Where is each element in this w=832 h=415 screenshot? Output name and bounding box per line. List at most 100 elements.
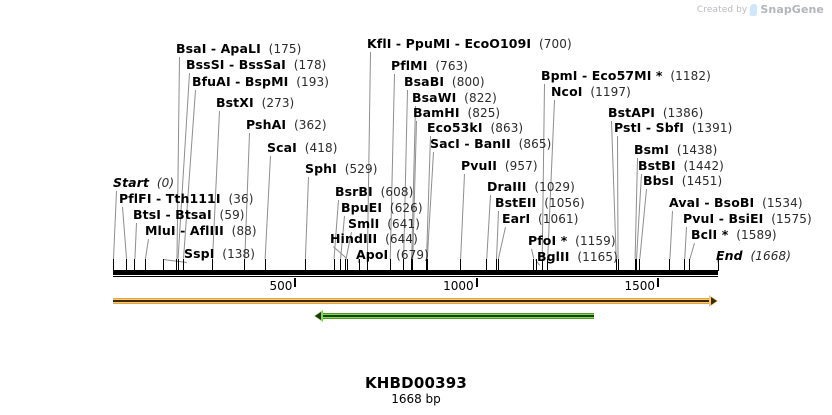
- enzyme-site-label[interactable]: NcoI (1197): [551, 85, 631, 99]
- enzyme-name: SspI: [184, 246, 215, 261]
- enzyme-site-label[interactable]: PshAI (362): [246, 118, 327, 132]
- site-tick[interactable]: [460, 259, 462, 271]
- site-tick[interactable]: [634, 259, 636, 271]
- ruler-tick: [475, 278, 478, 287]
- enzyme-site-label[interactable]: HindIII (644): [330, 232, 418, 246]
- site-tick[interactable]: [547, 259, 549, 271]
- site-tick[interactable]: [541, 259, 543, 271]
- enzyme-site-label[interactable]: SspI (138): [184, 247, 255, 261]
- site-tick[interactable]: [333, 259, 335, 271]
- enzyme-site-label[interactable]: BamHI (825): [413, 106, 500, 120]
- enzyme-site-label[interactable]: BsmI (1438): [634, 143, 717, 157]
- site-tick[interactable]: [636, 259, 638, 271]
- sequence-backbone[interactable]: [113, 270, 718, 275]
- leader-line: [134, 223, 137, 260]
- enzyme-position: (1391): [684, 121, 733, 135]
- site-tick[interactable]: [411, 259, 413, 271]
- enzyme-site-label[interactable]: BglII (1165): [537, 250, 618, 264]
- site-tick[interactable]: [113, 259, 114, 271]
- enzyme-site-label[interactable]: PvuI - BsiEI (1575): [683, 212, 812, 226]
- enzyme-site-label[interactable]: BclI * (1589): [691, 228, 777, 242]
- enzyme-site-label[interactable]: Start (0): [113, 176, 174, 190]
- leader-line: [113, 191, 117, 260]
- site-tick[interactable]: [163, 259, 165, 271]
- site-tick[interactable]: [689, 259, 691, 271]
- enzyme-site-label[interactable]: BstEII (1056): [495, 196, 585, 210]
- enzyme-site-label[interactable]: BsaBI (800): [404, 75, 485, 89]
- enzyme-site-label[interactable]: BstBI (1442): [638, 159, 724, 173]
- site-tick[interactable]: [535, 259, 537, 271]
- site-tick[interactable]: [212, 259, 214, 271]
- site-tick[interactable]: [639, 259, 641, 271]
- site-tick[interactable]: [144, 259, 146, 271]
- site-tick[interactable]: [346, 259, 348, 271]
- site-tick[interactable]: [426, 259, 428, 271]
- site-tick[interactable]: [345, 259, 347, 271]
- enzyme-site-label[interactable]: KflI - PpuMI - EcoO109I (700): [367, 37, 572, 51]
- sequence-title: KHBD00393: [364, 374, 468, 392]
- enzyme-site-label[interactable]: BfuAI - BspMI (193): [192, 75, 329, 89]
- enzyme-site-label[interactable]: BpuEI (626): [341, 201, 423, 215]
- enzyme-site-label[interactable]: BstXI (273): [216, 96, 294, 110]
- enzyme-name: KflI - PpuMI - EcoO109I: [367, 36, 532, 51]
- site-tick[interactable]: [486, 259, 488, 271]
- site-tick[interactable]: [264, 259, 266, 271]
- enzyme-name: Eco53kI: [427, 120, 483, 135]
- enzyme-position: (644): [377, 232, 418, 246]
- enzyme-position: (273): [253, 96, 295, 110]
- ruler-tick: [657, 278, 660, 287]
- site-tick[interactable]: [533, 259, 535, 271]
- enzyme-position: (138): [214, 247, 256, 261]
- enzyme-site-label[interactable]: End (1668): [716, 249, 791, 263]
- enzyme-site-label[interactable]: MluI - AflIII (88): [145, 224, 257, 238]
- site-tick[interactable]: [183, 259, 184, 271]
- enzyme-site-label[interactable]: SphI (529): [305, 162, 378, 176]
- site-tick[interactable]: [359, 259, 361, 271]
- enzyme-site-label[interactable]: BpmI - Eco57MI * (1182): [541, 69, 711, 83]
- site-tick[interactable]: [684, 259, 686, 271]
- enzyme-position: (1061): [530, 212, 579, 226]
- site-tick[interactable]: [403, 259, 405, 271]
- enzyme-site-label[interactable]: PvuII (957): [461, 159, 538, 173]
- enzyme-site-label[interactable]: EarI (1061): [502, 212, 579, 226]
- site-tick[interactable]: [426, 259, 428, 271]
- enzyme-site-label[interactable]: BsrBI (608): [335, 185, 413, 199]
- enzyme-site-label[interactable]: PflMI (763): [391, 59, 468, 73]
- enzyme-position: (0): [149, 176, 175, 190]
- site-tick[interactable]: [617, 259, 619, 271]
- watermark-prefix: Created by: [696, 4, 748, 15]
- site-tick[interactable]: [497, 259, 499, 271]
- enzyme-site-label[interactable]: BsaWI (822): [412, 91, 497, 105]
- enzyme-site-label[interactable]: ScaI (418): [267, 141, 338, 155]
- enzyme-site-label[interactable]: SacI - BanII (865): [430, 137, 551, 151]
- enzyme-name: BtsI - BtsaI: [133, 207, 212, 222]
- site-tick[interactable]: [244, 259, 246, 271]
- site-tick[interactable]: [718, 259, 719, 271]
- site-tick[interactable]: [615, 259, 617, 271]
- enzyme-site-label[interactable]: DraIII (1029): [487, 180, 575, 194]
- enzyme-site-label[interactable]: BssSI - BssSaI (178): [186, 58, 326, 72]
- site-tick[interactable]: [177, 259, 179, 271]
- site-tick[interactable]: [340, 259, 342, 271]
- site-tick[interactable]: [304, 259, 306, 271]
- enzyme-site-label[interactable]: Eco53kI (863): [427, 121, 523, 135]
- enzyme-site-label[interactable]: BsaI - ApaLI (175): [176, 42, 301, 56]
- enzyme-site-label[interactable]: ApoI (679): [356, 248, 429, 262]
- site-tick[interactable]: [389, 259, 391, 271]
- site-tick[interactable]: [496, 259, 498, 271]
- enzyme-site-label[interactable]: SmlI (641): [348, 217, 420, 231]
- enzyme-site-label[interactable]: AvaI - BsoBI (1534): [669, 196, 803, 210]
- site-tick[interactable]: [134, 259, 136, 271]
- enzyme-site-label[interactable]: PstI - SbfI (1391): [614, 121, 732, 135]
- site-tick[interactable]: [412, 259, 414, 271]
- enzyme-position: (863): [482, 121, 524, 135]
- site-tick[interactable]: [176, 259, 178, 271]
- enzyme-site-label[interactable]: BtsI - BtsaI (59): [133, 208, 245, 222]
- enzyme-site-label[interactable]: PflFI - Tth111I (36): [119, 192, 254, 206]
- enzyme-site-label[interactable]: BbsI (1451): [643, 174, 722, 188]
- site-tick[interactable]: [669, 259, 671, 271]
- site-tick[interactable]: [366, 259, 368, 271]
- enzyme-site-label[interactable]: BstAPI (1386): [608, 106, 703, 120]
- site-tick[interactable]: [126, 259, 128, 271]
- enzyme-site-label[interactable]: PfoI * (1159): [528, 234, 616, 248]
